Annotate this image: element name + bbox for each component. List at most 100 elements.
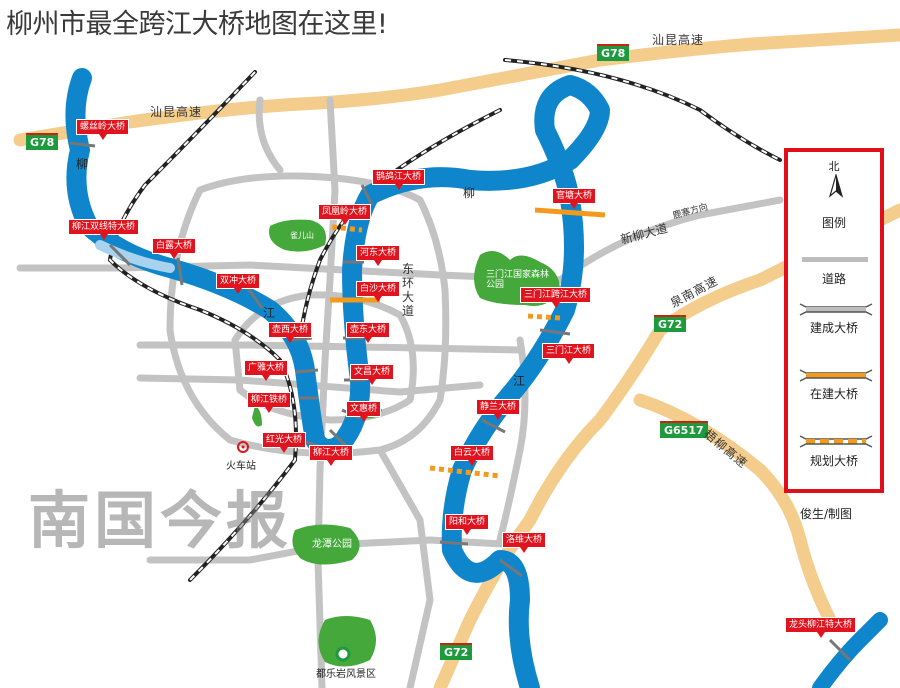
bridge-pin-icon [327,460,335,466]
road-north-loop [255,96,284,174]
bridge-pin-icon [234,288,242,294]
bridge-label: 白露大桥 [152,238,197,259]
river-label-4: 江 [513,374,526,388]
bridge-label: 三门江跨江大桥 [520,287,592,308]
bridge-pin-icon [520,547,528,553]
park-label-hill: 雀儿山 [290,231,314,240]
bridge-pin-icon [280,447,288,453]
bridge-pin-icon [374,296,382,302]
g72-shield-mid: G72 [654,315,687,332]
bridge-pin-icon [394,184,403,190]
bridge-construction-guantang [534,207,606,218]
bridge-label: 文昌大桥 [350,364,395,385]
newspaper-watermark: 南国今报 [28,484,293,557]
river-shallow [95,240,175,273]
bridge-pin-icon [468,460,476,466]
g78-shield-top: G78 [597,44,630,61]
road-lower-horizontal [136,374,484,396]
bridge-planned-baiyun [429,465,501,479]
page-title: 柳州市最全跨江大桥地图在这里! [6,9,388,40]
legend-building-swatch [799,369,873,382]
bridge-label: 三门江大桥 [542,343,596,364]
legend-built-swatch [799,303,873,316]
river-label-3: 江 [263,306,276,320]
bridge-label: 白沙大桥 [356,281,401,302]
bridge-pin-icon [463,529,471,535]
bridge-pin-icon [98,134,107,140]
liujiang-river-east [812,612,888,688]
g78-shield-left: G78 [26,133,59,150]
legend-building-label: 在建大桥 [809,387,858,401]
bridge-pin-icon [551,302,560,308]
bridge-pin-icon [359,416,368,422]
park-dule [318,616,376,667]
river-label-1: 柳 [76,157,89,171]
road-central-ring [166,172,450,457]
park-label-dule: 都乐岩风景区 [316,669,376,680]
park-queer-hill [269,219,326,252]
legend-road-label: 道路 [821,272,846,286]
bridge-label: 壶西大桥 [268,322,313,343]
bridge-pin-icon [170,253,178,259]
highway-g72 [433,203,900,688]
river-label-2: 柳 [463,186,476,200]
bridge-pin-icon [494,414,502,420]
bridge-pin-icon [374,260,382,266]
label-donghuan: 东环大道 [402,262,415,318]
liujiang-river [65,68,610,688]
park-label-station: 火车站 [226,461,256,472]
legend-planned-label: 规划大桥 [809,454,858,468]
park-label-sanmenjiang: 三门江国家森林公园 [486,270,550,290]
legend-road-swatch [802,257,868,262]
north-arrow-icon [828,174,844,198]
legend-planned-swatch [799,435,873,448]
bridge-label: 壶东大桥 [346,322,391,343]
bridge-label: 静兰大桥 [476,399,521,420]
bridge-label: 广雅大桥 [244,360,289,381]
label-shankun-left: 汕昆高速 [150,105,203,119]
road-lower-east [376,446,434,688]
bridge-pin-icon [368,379,376,385]
bridge-label: 阳和大桥 [445,514,490,535]
dule-marker-icon [335,646,351,662]
road-middle-horizontal [136,341,524,354]
bridge-label: 柳江双线特大桥 [68,219,140,240]
bridge-pin-icon [265,407,273,413]
legend-title: 图例 [821,216,846,230]
construction-bridges [330,207,606,479]
park-station [252,405,262,427]
bridge-label: 洛维大桥 [502,532,547,553]
bridge-pin-icon [340,219,349,225]
bridge-planned-sanmenjiang [527,313,561,321]
park-longtan [292,524,360,565]
map-credit: 俊生/制图 [800,507,853,521]
bridge-pin-icon [262,375,270,381]
g72-shield-bottom: G72 [440,643,473,660]
road-vertical-center [314,96,339,688]
bridge-label: 凤凰岭大桥 [318,204,372,225]
label-shankun-top: 汕昆高速 [652,33,705,47]
bridge-pin-icon [570,203,578,209]
bridge-label: 鹊鸪江大桥 [372,169,426,190]
bridge-label: 文惠桥 [346,401,382,422]
bridge-pin-icon [816,632,825,638]
bridge-label: 官塘大桥 [552,188,597,209]
bridge-label: 红光大桥 [262,432,307,453]
g6517-shield: G6517 [660,421,708,438]
legend-north-label: 北 [828,160,840,173]
bridge-label: 双冲大桥 [216,273,261,294]
bridge-label: 河东大桥 [356,245,401,266]
legend: 北 图例 道路 建成大桥 在建大桥 规划大桥 [784,148,884,493]
park-label-longtan: 龙潭公园 [312,539,352,550]
train-station-icon [237,441,249,453]
bridge-pin-icon [364,337,372,343]
bridge-label: 螺丝岭大桥 [76,119,130,140]
legend-built-label: 建成大桥 [809,321,858,335]
bridge-label: 白云大桥 [450,445,495,466]
highway-shankun [13,28,900,147]
bridge-label: 柳江大桥 [309,445,354,466]
bridge-pin-icon [99,234,108,240]
bridge-pin-icon [564,358,573,364]
